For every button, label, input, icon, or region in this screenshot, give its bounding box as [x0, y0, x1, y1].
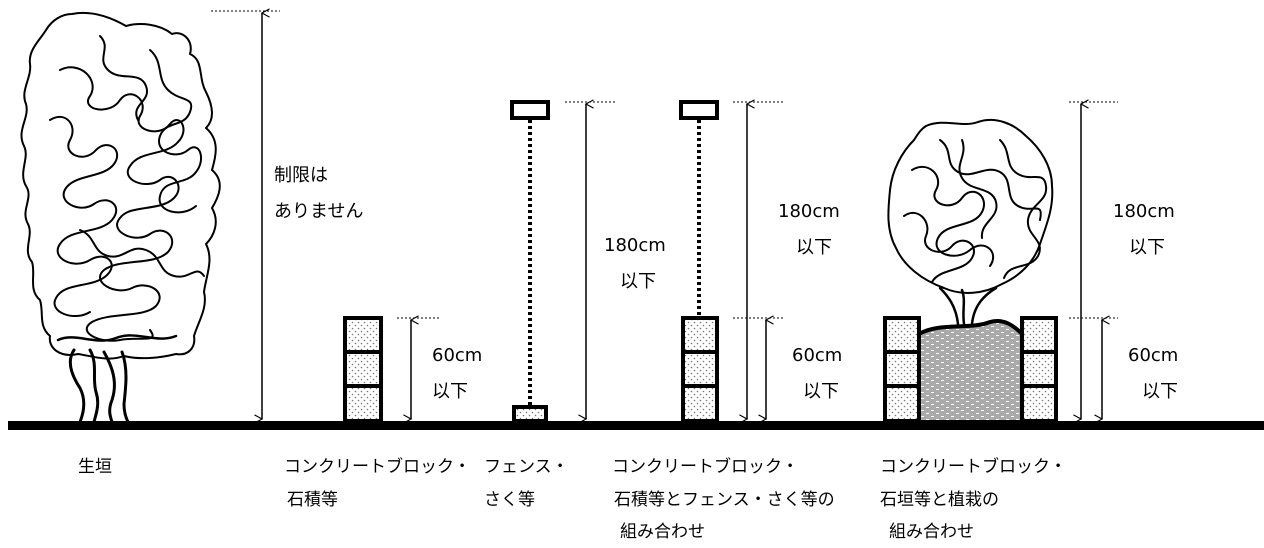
tree-icon [887, 118, 1054, 326]
hedge-limit-line1: 制限は [274, 165, 328, 186]
block-fence-upper-value: 180cm [778, 201, 840, 222]
block-planting-lower-value: 60cm [1128, 345, 1179, 366]
fence-icon [510, 100, 550, 423]
block-planting-upper-unit: 以下 [1129, 237, 1165, 258]
block-planting-upper-value: 180cm [1113, 201, 1175, 222]
block-fence-icon [679, 100, 719, 423]
block-fence-lower-value: 60cm [792, 345, 843, 366]
block-fence-upper-unit: 以下 [796, 237, 832, 258]
fence-label-line2: さく等 [484, 490, 535, 510]
block-fence-label-line2: 石積等とフェンス・さく等の [614, 490, 835, 510]
fence-dim-value: 180cm [604, 235, 666, 256]
concrete-block-icon [343, 316, 383, 423]
block-dim-unit: 以下 [432, 381, 468, 402]
ground-line [8, 421, 1264, 430]
hedge-limit-line2: ありません [274, 201, 364, 222]
hedge-icon [20, 12, 221, 424]
block-fence-label-line3: 組み合わせ [620, 522, 705, 542]
block-dim-value: 60cm [432, 345, 483, 366]
block-planting-label-line3: 組み合わせ [889, 522, 974, 542]
block-label-line2: 石積等 [287, 490, 338, 510]
block-planting-icon [883, 316, 1058, 423]
hedge-label: 生垣 [78, 457, 112, 477]
block-planting-lower-unit: 以下 [1142, 381, 1178, 402]
fence-dim-unit: 以下 [620, 271, 656, 292]
block-planting-label-line1: コンクリートブロック・ [880, 457, 1067, 477]
block-planting-label-line2: 石垣等と植栽の [880, 490, 999, 510]
block-fence-lower-unit: 以下 [803, 381, 839, 402]
block-label-line1: コンクリートブロック・ [284, 457, 471, 477]
block-fence-label-line1: コンクリートブロック・ [612, 457, 799, 477]
fence-label-line1: フェンス・ [484, 457, 569, 477]
